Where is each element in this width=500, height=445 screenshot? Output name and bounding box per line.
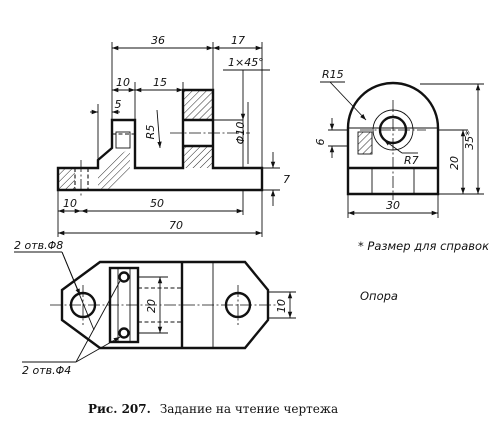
dim-5: 5: [115, 98, 122, 111]
leader-r15: [329, 81, 367, 121]
leader-holes-bottom: [75, 336, 121, 363]
leader-holes-top-2: [61, 251, 95, 331]
dim-phi10: Φ10: [234, 122, 247, 145]
front-view-outline: [56, 88, 264, 192]
leader-r7: [383, 139, 403, 154]
figure-caption: Рис. 207. Задание на чтение чертежа: [88, 400, 338, 417]
figure-caption-text: Задание на чтение чертежа: [160, 402, 338, 416]
dim-35-ref: 35*: [463, 130, 476, 150]
dim-20-plan: 20: [145, 299, 158, 313]
reference-note: * Размер для справок: [358, 239, 489, 253]
side-view-outline: [346, 81, 440, 196]
section-hatch-boss-top: [183, 90, 213, 120]
part-name: Опора: [360, 289, 398, 303]
dim-chamfer: 1×45°: [228, 56, 264, 69]
dim-17: 17: [231, 34, 245, 47]
dim-6: 6: [314, 139, 327, 146]
dim-70: 70: [169, 219, 183, 232]
leader-holes-bottom-2: [75, 280, 121, 363]
dim-10-top: 10: [116, 76, 130, 89]
dim-20-side: 20: [448, 156, 461, 170]
section-hatch-boss-bottom: [183, 146, 213, 168]
dim-r7: R7: [404, 154, 419, 167]
dim-r15: R15: [322, 68, 344, 81]
plan-view: 20 10 2 отв.Φ8 2 отв.Φ4: [14, 239, 296, 377]
dim-holes-bottom: 2 отв.Φ4: [22, 364, 71, 377]
side-hatch-outline: [357, 131, 373, 155]
section-hatch-left: [58, 168, 75, 190]
dim-30: 30: [386, 199, 400, 212]
dim-10-plan: 10: [275, 299, 288, 313]
plan-view-outline: [60, 260, 270, 350]
dim-holes-top: 2 отв.Φ8: [14, 239, 63, 252]
dim-50: 50: [150, 197, 164, 210]
dim-7: 7: [283, 173, 290, 186]
plan-small-hole-bottom: [118, 327, 130, 339]
dim-15: 15: [153, 76, 167, 89]
dim-10-bottom: 10: [63, 197, 77, 210]
dim-36: 36: [151, 34, 165, 47]
plan-small-hole-top: [118, 271, 130, 283]
figure-number: Рис. 207.: [88, 402, 151, 416]
section-hatch-rib: [98, 148, 130, 190]
side-view: R15 6 R7 20 35* 30: [314, 68, 484, 218]
side-hatch: [358, 132, 372, 154]
leader-r5: [156, 109, 162, 149]
front-view: 36 17 1×45° 10 15 5 R5 Φ10 7 10 50 70: [56, 34, 290, 237]
dim-r5: R5: [144, 125, 157, 140]
small-hole-outline: [115, 131, 131, 149]
